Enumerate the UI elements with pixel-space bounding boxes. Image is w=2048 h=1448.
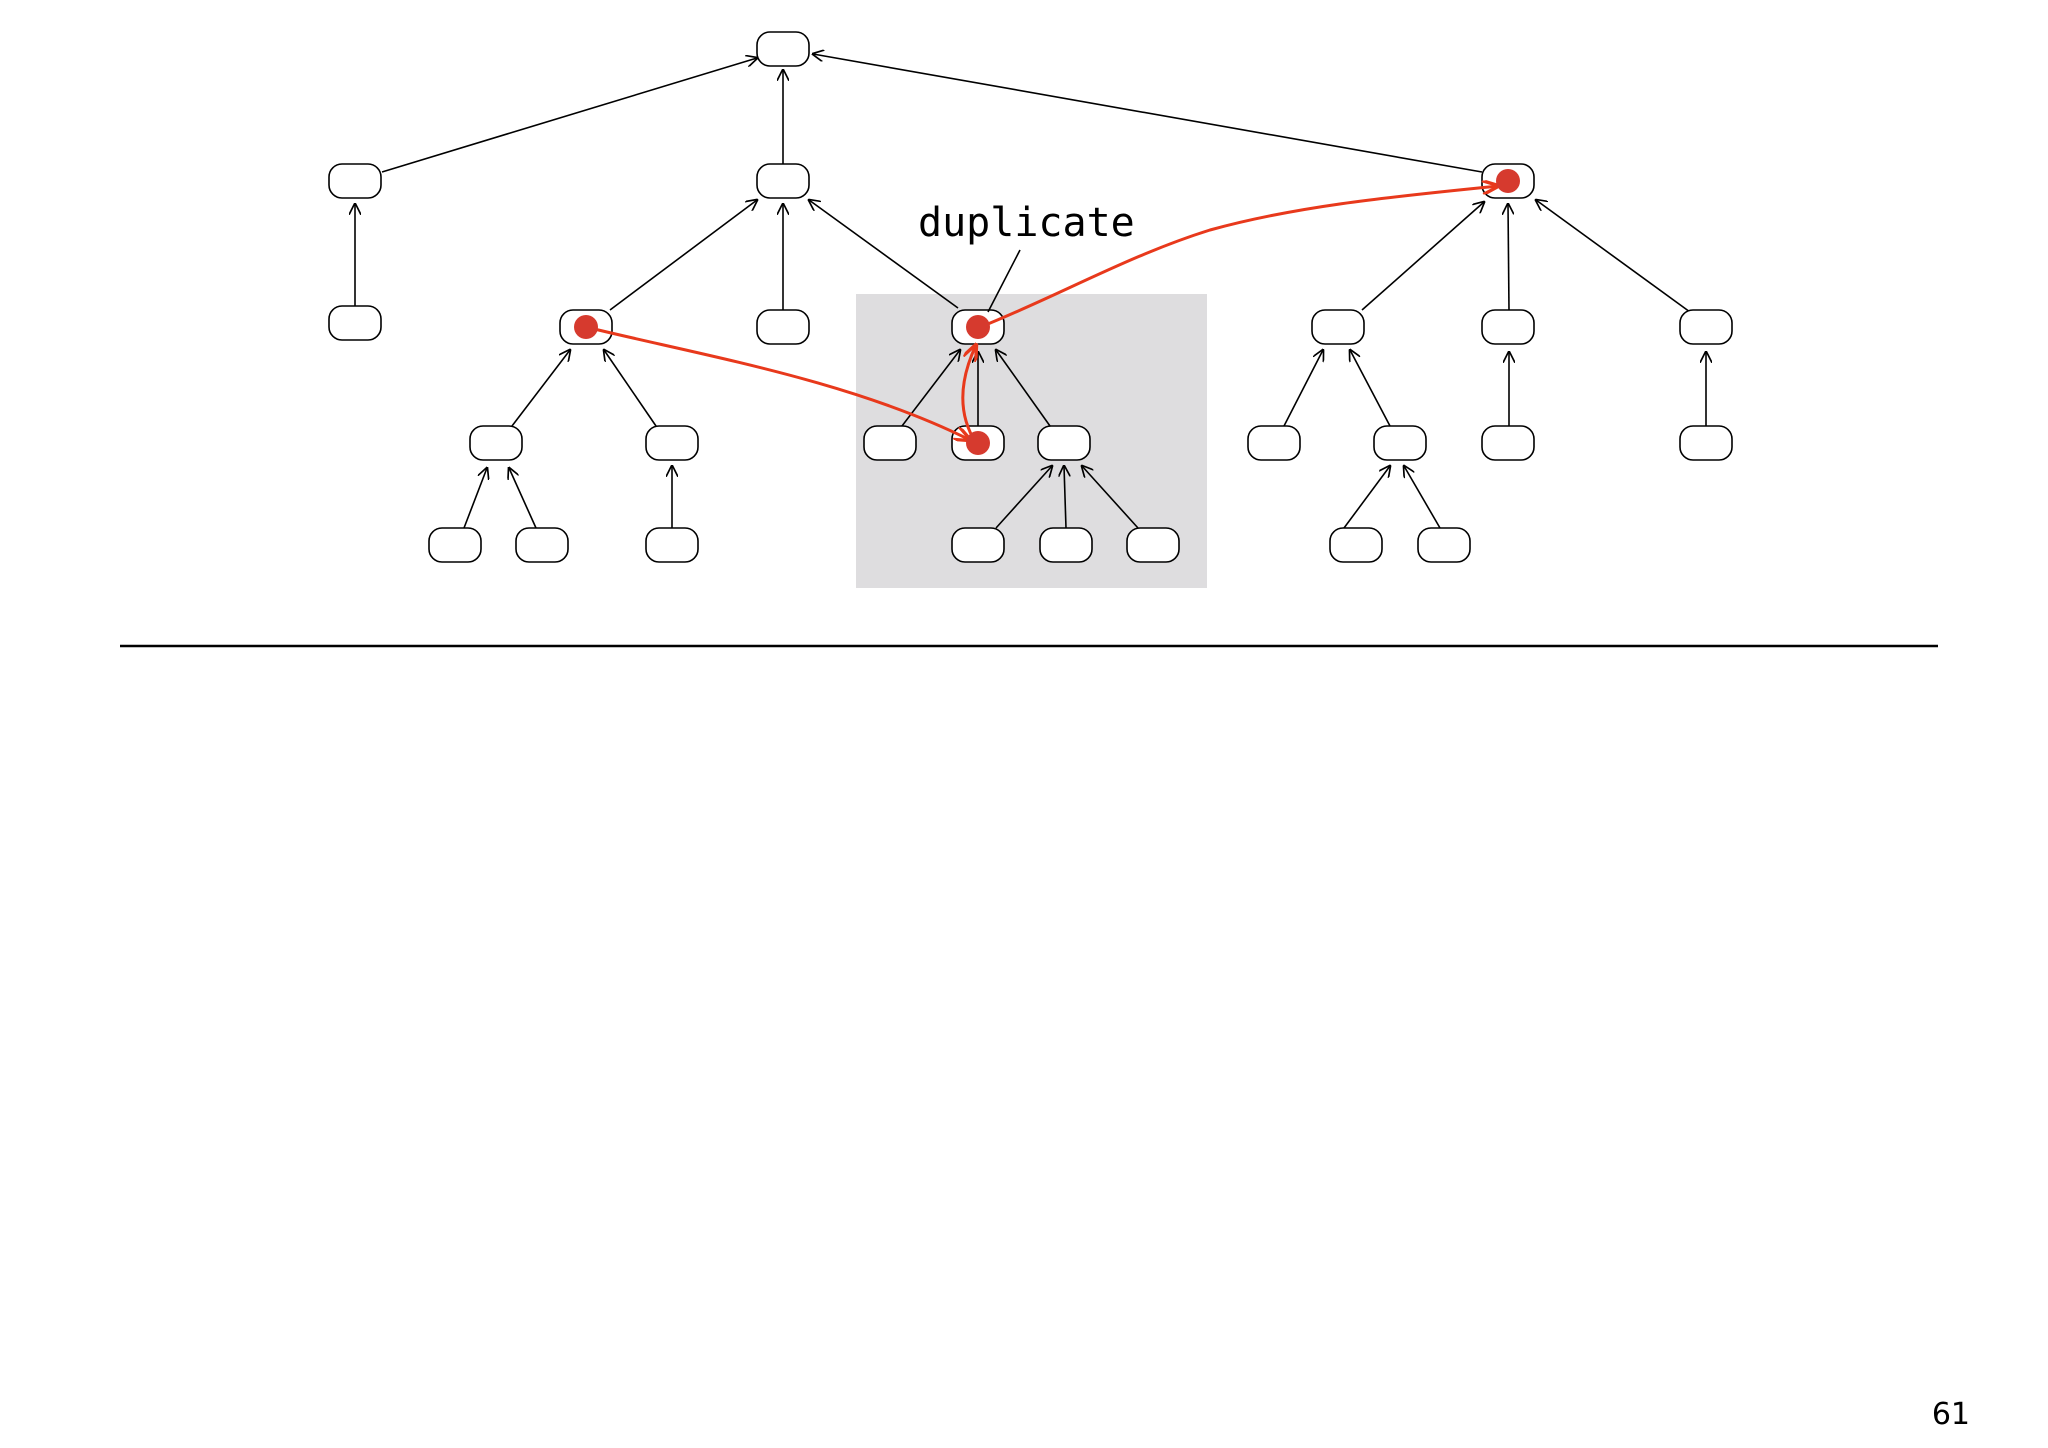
annotation-leader bbox=[987, 249, 1021, 313]
tree-nodes bbox=[328, 31, 1733, 563]
duplicate-label: duplicate bbox=[918, 200, 1135, 246]
red-dot bbox=[966, 431, 990, 455]
tree-node bbox=[1417, 527, 1471, 563]
tree-edge bbox=[381, 58, 757, 173]
tree-node bbox=[951, 527, 1005, 563]
tree-node bbox=[1679, 309, 1733, 345]
tree-edge bbox=[1404, 466, 1441, 529]
red-path-segment bbox=[585, 325, 970, 440]
tree-edge bbox=[1082, 466, 1139, 529]
tree-edge bbox=[1350, 350, 1391, 427]
tree-node bbox=[645, 527, 699, 563]
red-path-segment bbox=[961, 345, 976, 444]
red-path-segment bbox=[982, 186, 1498, 328]
tree-edge bbox=[996, 350, 1051, 427]
tree-edge bbox=[604, 350, 657, 427]
tree-edge bbox=[1361, 202, 1484, 311]
tree-node bbox=[1481, 425, 1535, 461]
tree-edge bbox=[509, 468, 537, 529]
red-dot bbox=[966, 315, 990, 339]
tree-edge bbox=[1283, 350, 1323, 427]
tree-node bbox=[756, 163, 810, 199]
tree-node bbox=[645, 425, 699, 461]
tree-node bbox=[1481, 309, 1535, 345]
tree-node bbox=[756, 309, 810, 345]
tree-edge bbox=[813, 54, 1483, 173]
tree-node bbox=[515, 527, 569, 563]
tree-edge bbox=[1536, 200, 1691, 313]
tree-node bbox=[863, 425, 917, 461]
tree-node bbox=[1039, 527, 1093, 563]
tree-node bbox=[328, 163, 382, 199]
tree-node bbox=[328, 305, 382, 341]
tree-edge bbox=[1064, 466, 1066, 529]
tree-edge bbox=[1343, 466, 1390, 529]
tree-edge bbox=[511, 350, 570, 427]
red-dots bbox=[574, 169, 1520, 455]
tree-edge bbox=[1508, 204, 1509, 311]
tree-node bbox=[1679, 425, 1733, 461]
tree-edges bbox=[355, 54, 1706, 529]
tree-node bbox=[1126, 527, 1180, 563]
page-number: 61 bbox=[1932, 1397, 1970, 1432]
tree-edge bbox=[809, 200, 959, 309]
red-dot bbox=[574, 315, 598, 339]
tree-node bbox=[756, 31, 810, 67]
tree-edge bbox=[609, 200, 757, 311]
tree-node bbox=[1373, 425, 1427, 461]
tree-node bbox=[1311, 309, 1365, 345]
tree-edge bbox=[463, 468, 487, 529]
tree-node bbox=[1247, 425, 1301, 461]
red-dot bbox=[1496, 169, 1520, 193]
tree-node bbox=[469, 425, 523, 461]
tree-node bbox=[1329, 527, 1383, 563]
tree-node bbox=[428, 527, 482, 563]
tree-node bbox=[1037, 425, 1091, 461]
tree-edge bbox=[995, 466, 1052, 529]
red-path bbox=[585, 186, 1498, 444]
